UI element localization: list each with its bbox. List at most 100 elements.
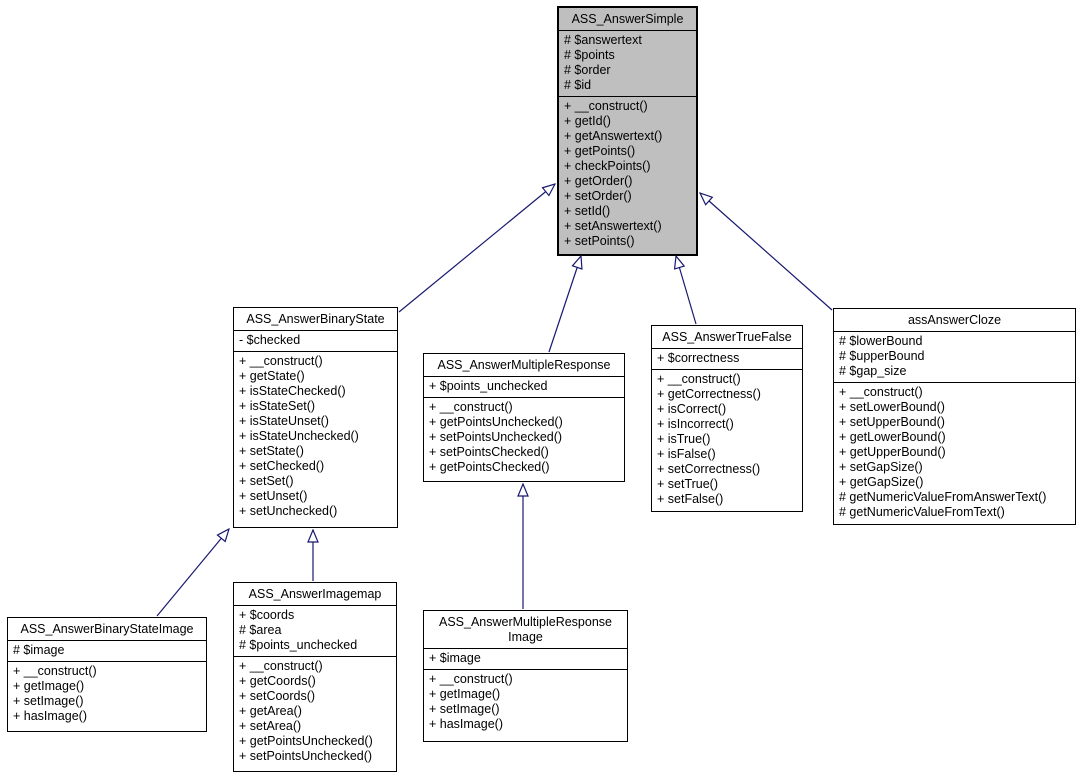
- field-row: # $id: [564, 78, 592, 92]
- method-row: + setCorrectness(): [657, 462, 761, 476]
- method-row: + __construct(): [239, 354, 323, 368]
- method-row: + setFalse(): [657, 492, 724, 506]
- method-row: + setPointsUnchecked(): [429, 430, 563, 444]
- inheritance-edge-ass-answer-binary-state-image-to-ass-answer-binary-state: [156, 529, 229, 617]
- inheritance-edge-ass-answer-true-false-to-ass-answer-simple: [676, 256, 697, 325]
- inheritance-edge-ass-answer-cloze-to-ass-answer-simple: [700, 193, 833, 311]
- method-row: + hasImage(): [13, 709, 87, 723]
- method-row: + isStateSet(): [239, 399, 316, 413]
- method-row: + __construct(): [13, 664, 97, 678]
- method-row: + setAnswertext(): [564, 219, 662, 233]
- class-box-ass-answer-imagemap[interactable]: ASS_AnswerImagemap + $coords# $area# $po…: [233, 582, 397, 772]
- field-row: # $gap_size: [839, 364, 907, 378]
- field-row: # $points: [564, 48, 615, 62]
- field-row: # $image: [13, 643, 65, 657]
- method-row: + isCorrect(): [657, 402, 727, 416]
- method-row: + setPointsChecked(): [429, 445, 549, 459]
- method-row: + getPoints(): [564, 144, 636, 158]
- class-name: ASS_AnswerMultipleResponse: [424, 354, 624, 377]
- method-row: + getCoords(): [239, 674, 316, 688]
- method-row: + setUpperBound(): [839, 415, 945, 429]
- field-row: + $points_unchecked: [429, 379, 548, 393]
- method-row: + setPoints(): [564, 234, 635, 248]
- class-fields-section: # $lowerBound# $upperBound# $gap_size: [834, 332, 1075, 382]
- method-row: + isStateUnset(): [239, 414, 329, 428]
- method-row: + getImage(): [13, 679, 85, 693]
- class-methods-section: + __construct()+ setLowerBound()+ setUpp…: [834, 381, 1075, 525]
- class-fields-section: + $coords# $area# $points_unchecked: [234, 606, 396, 656]
- method-row: + setCoords(): [239, 689, 316, 703]
- class-fields-section: - $checked: [234, 331, 397, 351]
- field-row: # $answertext: [564, 33, 642, 47]
- class-box-ass-answer-binary-state[interactable]: ASS_AnswerBinaryState - $checked + __con…: [233, 307, 398, 528]
- method-row: + getState(): [239, 369, 305, 383]
- class-fields-section: # $answertext# $points# $order# $id: [559, 31, 696, 96]
- method-row: + getAnswertext(): [564, 129, 663, 143]
- method-row: + __construct(): [429, 672, 513, 686]
- class-fields-section: + $points_unchecked: [424, 377, 624, 397]
- method-row: + setImage(): [429, 702, 500, 716]
- class-methods-section: + __construct()+ getImage()+ setImage()+…: [424, 668, 627, 742]
- class-name: ASS_AnswerTrueFalse: [652, 326, 802, 349]
- class-methods-section: + __construct()+ getState()+ isStateChec…: [234, 350, 397, 528]
- method-row: + __construct(): [657, 372, 741, 386]
- method-row: + getLowerBound(): [839, 430, 946, 444]
- field-row: # $area: [239, 623, 282, 637]
- field-row: # $lowerBound: [839, 334, 923, 348]
- field-row: + $image: [429, 651, 481, 665]
- class-box-ass-answer-simple[interactable]: ASS_AnswerSimple # $answertext# $points#…: [557, 6, 698, 256]
- method-row: + isStateChecked(): [239, 384, 346, 398]
- method-row: + getPointsChecked(): [429, 460, 550, 474]
- method-row: + setArea(): [239, 719, 302, 733]
- method-row: + getPointsUnchecked(): [239, 734, 373, 748]
- method-row: + setGapSize(): [839, 460, 923, 474]
- method-row: + setPointsUnchecked(): [239, 749, 373, 763]
- field-row: - $checked: [239, 333, 301, 347]
- class-name: ASS_AnswerMultipleResponse Image: [424, 611, 627, 649]
- method-row: # getNumericValueFromText(): [839, 505, 1005, 519]
- method-row: + checkPoints(): [564, 159, 651, 173]
- field-row: # $upperBound: [839, 349, 925, 363]
- method-row: + isStateUnchecked(): [239, 429, 359, 443]
- field-row: + $correctness: [657, 351, 740, 365]
- inheritance-edge-ass-answer-multiple-response-to-ass-answer-simple: [548, 256, 581, 353]
- method-row: + setChecked(): [239, 459, 325, 473]
- class-box-ass-answer-multiple-response[interactable]: ASS_AnswerMultipleResponse + $points_unc…: [423, 353, 625, 482]
- method-row: + setSet(): [239, 474, 294, 488]
- class-name: assAnswerCloze: [834, 309, 1075, 332]
- class-methods-section: + __construct()+ getCoords()+ setCoords(…: [234, 655, 396, 772]
- class-fields-section: + $correctness: [652, 349, 802, 369]
- class-box-ass-answer-binary-state-image[interactable]: ASS_AnswerBinaryStateImage # $image + __…: [7, 617, 207, 732]
- class-methods-section: + __construct()+ getCorrectness()+ isCor…: [652, 368, 802, 512]
- class-box-ass-answer-true-false[interactable]: ASS_AnswerTrueFalse + $correctness + __c…: [651, 325, 803, 512]
- method-row: + setLowerBound(): [839, 400, 945, 414]
- method-row: + isFalse(): [657, 447, 716, 461]
- method-row: + getOrder(): [564, 174, 633, 188]
- class-methods-section: + __construct()+ getImage()+ setImage()+…: [8, 660, 206, 732]
- method-row: + setTrue(): [657, 477, 719, 491]
- method-row: # getNumericValueFromAnswerText(): [839, 490, 1047, 504]
- method-row: + setState(): [239, 444, 304, 458]
- method-row: + setImage(): [13, 694, 84, 708]
- class-methods-section: + __construct()+ getId()+ getAnswertext(…: [559, 95, 696, 255]
- class-name: ASS_AnswerBinaryState: [234, 308, 397, 331]
- method-row: + setUnset(): [239, 489, 308, 503]
- class-box-ass-answer-multiple-response-image[interactable]: ASS_AnswerMultipleResponse Image + $imag…: [423, 610, 628, 742]
- method-row: + getArea(): [239, 704, 302, 718]
- field-row: # $points_unchecked: [239, 638, 358, 652]
- class-fields-section: # $image: [8, 641, 206, 661]
- class-box-ass-answer-cloze[interactable]: assAnswerCloze # $lowerBound# $upperBoun…: [833, 308, 1076, 525]
- method-row: + setUnchecked(): [239, 504, 338, 518]
- method-row: + __construct(): [564, 99, 648, 113]
- method-row: + setId(): [564, 204, 611, 218]
- method-row: + getImage(): [429, 687, 501, 701]
- field-row: + $coords: [239, 608, 295, 622]
- method-row: + __construct(): [239, 659, 323, 673]
- inheritance-edge-ass-answer-binary-state-to-ass-answer-simple: [398, 184, 555, 313]
- class-name: ASS_AnswerImagemap: [234, 583, 396, 606]
- class-name: ASS_AnswerBinaryStateImage: [8, 618, 206, 641]
- method-row: + isTrue(): [657, 432, 711, 446]
- class-fields-section: + $image: [424, 649, 627, 669]
- method-row: + setOrder(): [564, 189, 632, 203]
